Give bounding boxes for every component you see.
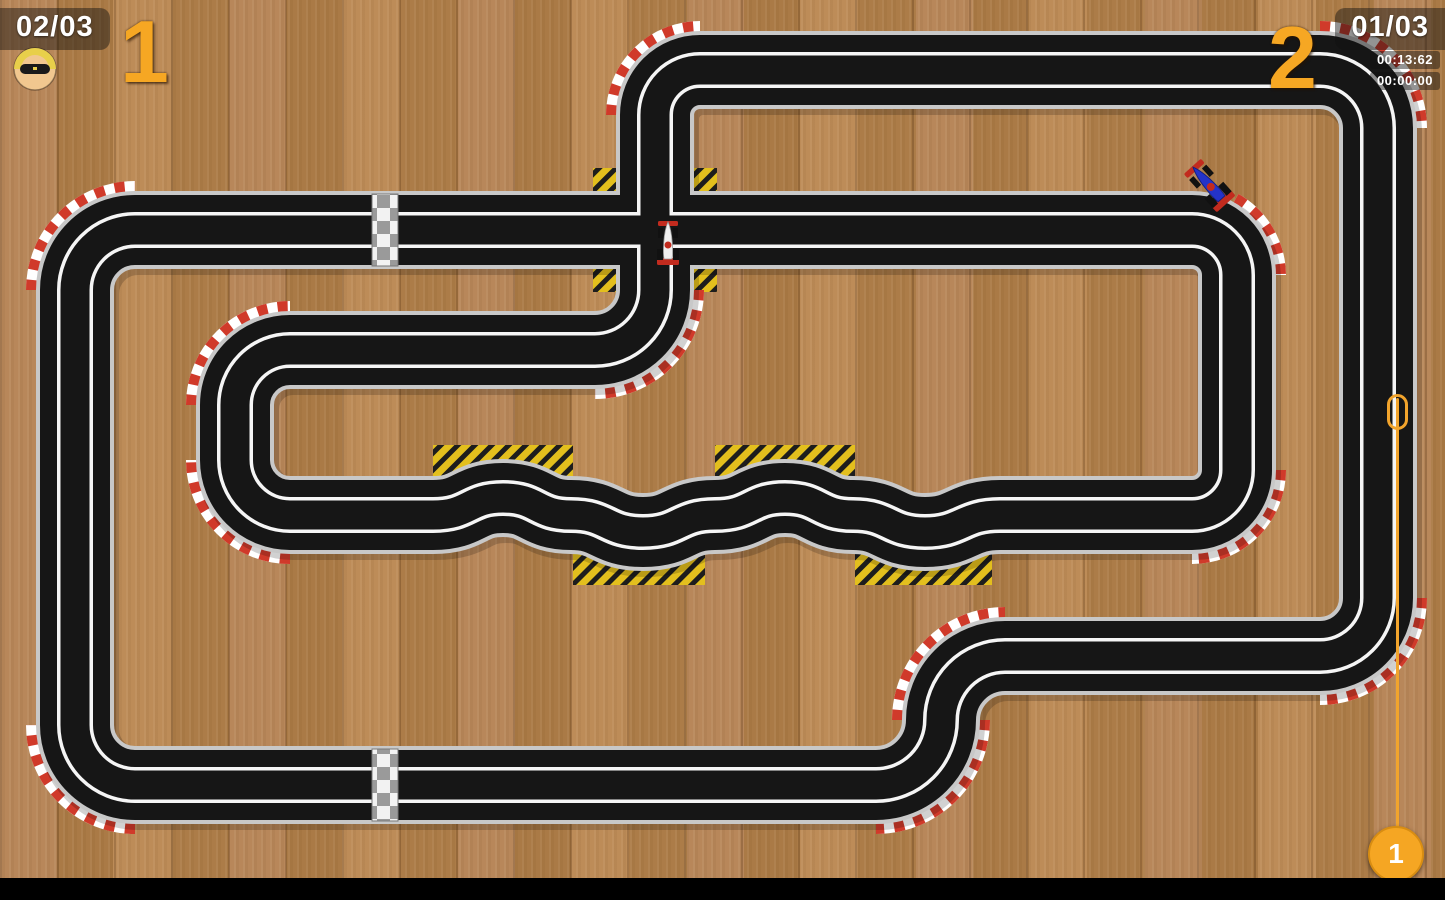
start-finish-line bbox=[371, 748, 399, 822]
track-surface bbox=[75, 70, 1381, 789]
throttle-slider-track[interactable] bbox=[1396, 398, 1399, 848]
driver-avatar-icon bbox=[13, 47, 57, 91]
current-lap-time: 00:13:62 bbox=[1369, 51, 1440, 69]
bottom-letterbox-bar bbox=[0, 878, 1445, 900]
player2-lap-counter: 01/03 bbox=[1335, 8, 1445, 50]
throttle-slider-handle[interactable] bbox=[1387, 394, 1408, 430]
start-finish-lines bbox=[371, 193, 399, 822]
player2-car bbox=[1184, 159, 1235, 212]
throttle-button[interactable]: 1 bbox=[1368, 826, 1424, 882]
start-finish-line bbox=[371, 193, 399, 267]
player2-rank: 2 bbox=[1268, 8, 1317, 107]
player1-rank: 1 bbox=[120, 2, 169, 101]
player1-lap-counter: 02/03 bbox=[0, 8, 110, 50]
total-race-time: 00:00:00 bbox=[1369, 72, 1440, 90]
race-timers: 00:13:62 00:00:00 bbox=[1369, 50, 1440, 92]
player1-car bbox=[657, 221, 679, 265]
